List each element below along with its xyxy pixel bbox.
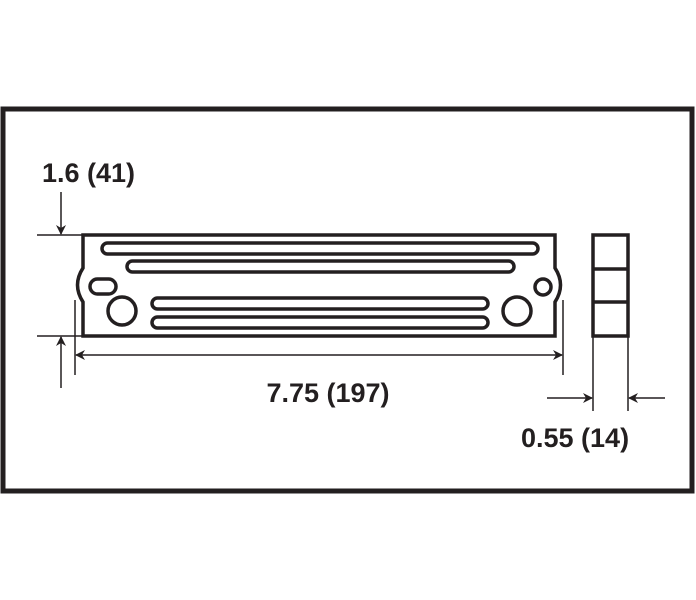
slot-4	[150, 315, 490, 330]
hole-right	[501, 295, 533, 327]
slot-2	[125, 259, 516, 274]
height-label: 1.6 (41)	[42, 158, 135, 188]
height-dimension	[37, 192, 83, 388]
thickness-dimension	[547, 336, 665, 411]
slot-1	[100, 241, 540, 256]
frame-border	[0, 106, 695, 494]
hole-small	[533, 277, 553, 297]
hole-left	[106, 295, 138, 327]
front-view	[75, 233, 563, 338]
thickness-label: 0.55 (14)	[521, 423, 629, 453]
plate-outline	[75, 233, 563, 338]
length-label: 7.75 (197)	[266, 378, 389, 408]
slot-3	[150, 296, 490, 311]
side-view	[591, 233, 630, 338]
oval-hole	[88, 277, 118, 296]
length-dimension	[74, 300, 564, 375]
